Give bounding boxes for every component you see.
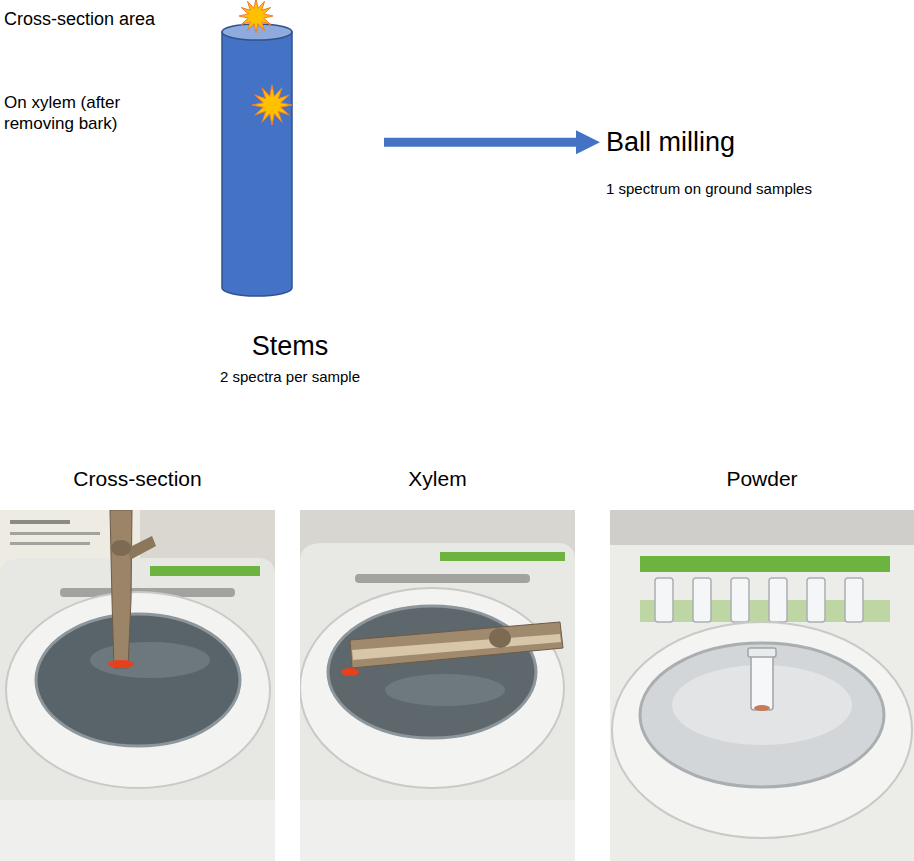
plate-reflection	[385, 674, 505, 706]
instrument-body	[610, 545, 914, 861]
process-arrow	[384, 138, 576, 147]
vial	[807, 578, 825, 622]
stem-branch	[128, 536, 156, 560]
powder-photo	[610, 510, 914, 861]
cylinder-body	[222, 32, 292, 296]
step-title: Ball milling	[606, 126, 906, 158]
instrument-front	[300, 800, 575, 861]
laser-star	[239, 0, 273, 33]
plate-reflection	[90, 642, 210, 678]
vial	[845, 578, 863, 622]
step-title: Stems	[200, 330, 380, 362]
debarked-xylem	[352, 634, 561, 660]
measurement-note: Cross-section area	[4, 8, 224, 31]
sample-slot	[355, 574, 530, 583]
poster-line	[10, 520, 70, 524]
cross-section-photo	[0, 510, 275, 861]
poster-line	[10, 542, 90, 545]
stem-cylinder: Stems 2 spectra per sample	[200, 0, 380, 386]
cylinder-shape	[200, 0, 380, 300]
laser-spot	[754, 705, 770, 711]
photo-background	[610, 510, 914, 861]
measuring-plate	[36, 614, 240, 746]
stem	[350, 622, 563, 668]
vial	[731, 578, 749, 622]
measuring-plate	[640, 643, 884, 787]
xylem-photo	[300, 510, 575, 861]
laser-star	[252, 85, 292, 125]
sample-well	[6, 592, 270, 788]
vial	[655, 578, 673, 622]
photo-title: Cross-section	[0, 466, 275, 492]
poster-line	[10, 532, 100, 535]
measuring-plate	[328, 606, 536, 738]
powder-vial	[751, 652, 773, 710]
vial	[769, 578, 787, 622]
process-step: Ball milling 1 spectrum on ground samples	[606, 126, 906, 198]
photo-background	[0, 510, 275, 861]
measurement-note: On xylem (after removing bark)	[4, 92, 154, 135]
vial	[693, 578, 711, 622]
vial-cap	[748, 648, 776, 657]
vial-row	[655, 578, 863, 622]
green-stripe	[640, 556, 890, 572]
step-note: 1 spectrum on ground samples	[606, 180, 906, 198]
photo-title: Xylem	[300, 466, 575, 492]
instrument-body	[0, 558, 275, 861]
stem-knot	[489, 628, 511, 648]
green-stripe	[440, 552, 565, 561]
photo-title: Powder	[610, 466, 914, 492]
green-stripe	[150, 566, 260, 576]
step-note: 2 spectra per sample	[200, 368, 380, 386]
stem-knot	[111, 540, 131, 556]
sample-well	[612, 622, 912, 838]
photo-background	[300, 510, 575, 861]
instrument-front	[0, 800, 275, 861]
stem	[110, 510, 132, 668]
instrument-body	[300, 543, 575, 861]
laser-spot	[341, 668, 359, 676]
laser-spot	[108, 660, 134, 668]
sample-well	[300, 588, 564, 788]
